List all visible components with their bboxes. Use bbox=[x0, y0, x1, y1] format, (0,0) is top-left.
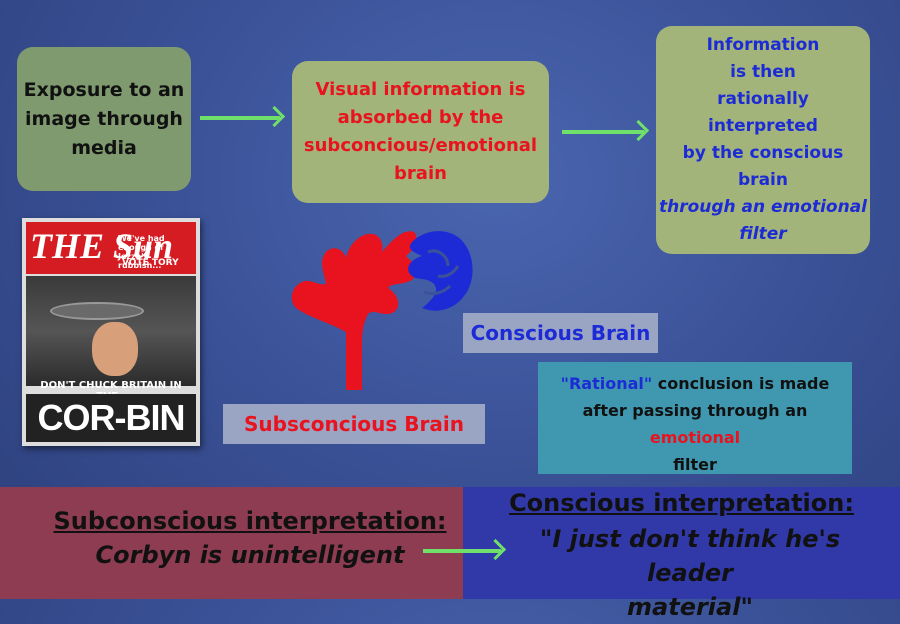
brain-folds bbox=[423, 249, 460, 296]
newspaper-strapline: We've had enough of Jezza's rubbish... bbox=[118, 234, 165, 270]
rational-line-4: filter bbox=[673, 455, 717, 474]
step-interpreted-line: interpreted bbox=[708, 116, 818, 136]
brain-icon bbox=[291, 231, 473, 390]
conscious-interpretation-panel bbox=[463, 487, 900, 599]
step-absorbed-line: subconcious/emotional bbox=[303, 135, 538, 156]
subconscious-interpretation-title: Subconscious interpretation: bbox=[53, 507, 447, 535]
person-face-icon bbox=[92, 322, 138, 376]
step-interpreted-line: is then bbox=[730, 62, 796, 82]
subconscious-interpretation-text: Corbyn is unintelligent bbox=[95, 541, 405, 569]
step-interpreted-italic-line: filter bbox=[739, 224, 787, 244]
newspaper-masthead: THE Sun bbox=[30, 226, 174, 266]
arrow-right-icon bbox=[562, 130, 644, 134]
step-exposure-line: image through bbox=[25, 107, 183, 130]
conscious-brain-label: Conscious Brain bbox=[463, 313, 658, 353]
step-interpreted-italic-line: through an emotional bbox=[658, 197, 868, 217]
conscious-brain-half-icon bbox=[408, 231, 473, 311]
rational-conclusion-box: "Rational" conclusion is made after pass… bbox=[538, 362, 852, 474]
bin-lid-icon bbox=[50, 302, 144, 320]
rational-line-3: emotional bbox=[649, 428, 741, 447]
step-absorbed-line: Visual information is bbox=[315, 79, 526, 100]
conscious-interpretation-line: material" bbox=[627, 593, 753, 621]
subconscious-brain-half-icon bbox=[291, 231, 417, 390]
rational-line-1-rest: conclusion is made bbox=[652, 374, 830, 393]
rational-line-1: "Rational" conclusion is made bbox=[538, 370, 852, 397]
step-interpreted-line: rationally bbox=[717, 89, 809, 109]
subconscious-interpretation-panel bbox=[0, 487, 463, 599]
conscious-interpretation-title: Conscious interpretation: bbox=[509, 489, 854, 517]
newspaper-vote-text: VOTE TORY bbox=[122, 258, 179, 268]
step-absorbed-line: absorbed by the bbox=[337, 107, 504, 128]
step-exposure-box: Exposure to an image through media bbox=[17, 47, 191, 191]
step-exposure-line: Exposure to an bbox=[23, 78, 185, 101]
conscious-interpretation-text: "I just don't think he's leader material… bbox=[500, 522, 880, 624]
arrow-right-icon bbox=[200, 116, 280, 120]
step-absorbed-line: brain bbox=[394, 163, 447, 184]
newspaper-masthead-banner bbox=[26, 222, 196, 274]
conscious-interpretation-line: "I just don't think he's leader bbox=[539, 525, 841, 587]
newspaper-headline-big: COR-BIN bbox=[26, 394, 196, 442]
rational-word: "Rational" bbox=[560, 374, 653, 393]
step-exposure-line: media bbox=[71, 136, 137, 159]
subconscious-brain-label: Subsconcious Brain bbox=[223, 404, 485, 444]
step-interpreted-line: brain bbox=[738, 170, 788, 190]
step-interpreted-line: Information bbox=[706, 35, 820, 55]
arrow-right-icon bbox=[423, 549, 501, 553]
step-interpreted-line: by the conscious bbox=[682, 143, 844, 163]
rational-line-2: after passing through an bbox=[582, 401, 808, 420]
newspaper-front-page: THE Sun We've had enough of Jezza's rubb… bbox=[22, 218, 200, 446]
step-interpreted-box: Information is then rationally interpret… bbox=[656, 26, 870, 254]
step-absorbed-box: Visual information is absorbed by the su… bbox=[292, 61, 549, 203]
